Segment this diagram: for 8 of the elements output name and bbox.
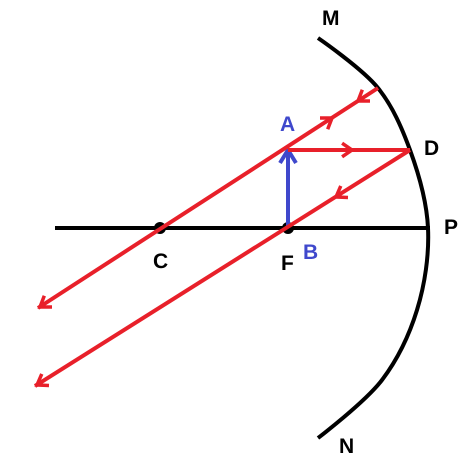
point-label: P — [444, 217, 458, 238]
point-label: B — [303, 242, 318, 263]
point-label: D — [424, 138, 440, 159]
point-label: F — [281, 253, 294, 274]
point-label: M — [322, 8, 340, 29]
point-label: C — [153, 251, 168, 272]
point-label: N — [339, 436, 354, 457]
point-label: A — [280, 114, 296, 135]
